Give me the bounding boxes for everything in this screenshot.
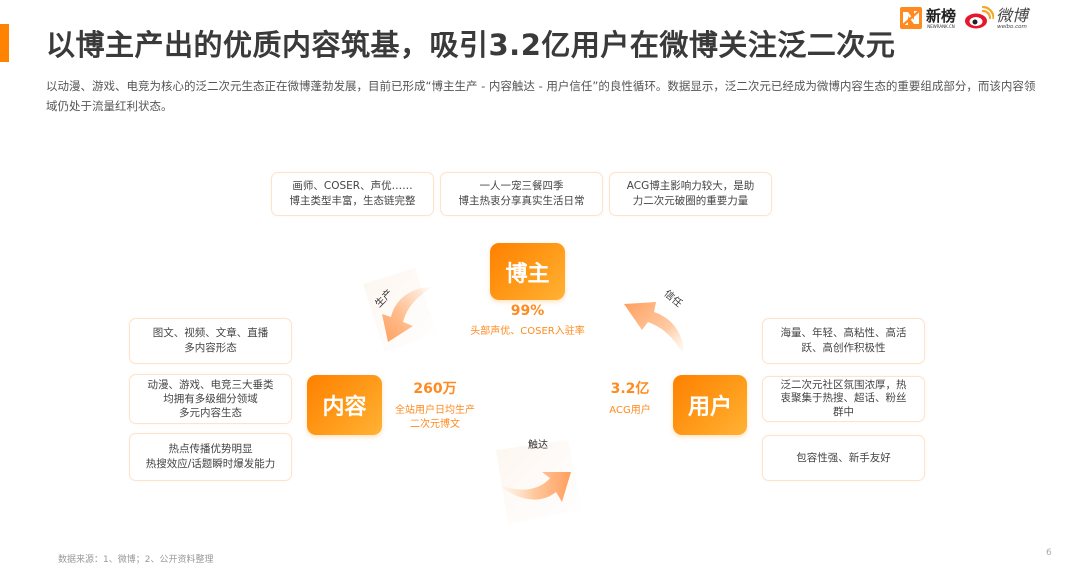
card-line: 画师、COSER、声优…… (292, 180, 413, 192)
page-number: 6 (1046, 548, 1052, 558)
node-label: 博主 (505, 261, 550, 287)
data-source-note: 数据来源：1、微博；2、公开资料整理 (58, 555, 214, 565)
metric-desc: ACG用户 (609, 405, 651, 416)
metric-value: 99% (510, 303, 545, 319)
title-accent-bar (0, 24, 9, 62)
newrank-en: NEWRANK.CN (927, 23, 955, 29)
node-label: 用户 (687, 395, 732, 420)
card-line: 包容性强、新手友好 (796, 451, 891, 464)
metric-desc: 全站用户日均生产 (395, 405, 475, 416)
content-card-2: 动漫、游戏、电竞三大垂类 均拥有多级细分领域 多元内容生态 (129, 374, 292, 424)
blogger-card-2: 一人一宠三餐四季 博主热衷分享真实生活日常 (440, 172, 603, 216)
card-line: 泛二次元社区氛围浓厚，热 (780, 378, 907, 391)
weibo-eye-icon (965, 6, 995, 29)
content-card-3: 热点传播优势明显 热搜效应/话题瞬时爆发能力 (129, 433, 292, 481)
metric-desc: 二次元博文 (410, 419, 460, 430)
content-card-1: 图文、视频、文章、直播 多内容形态 (129, 318, 292, 364)
metric-value: 260万 (413, 381, 457, 397)
reach-arrow: 触达 (478, 432, 588, 527)
intro-paragraph: 以动漫、游戏、电竞为核心的泛二次元生态正在微博蓬勃发展，目前已形成“博主生产 -… (46, 79, 1036, 113)
node-content: 内容 (307, 375, 382, 435)
card-line: 跃、高创作积极性 (801, 342, 886, 354)
card-line: 力二次元破圈的重要力量 (632, 195, 749, 207)
card-line: 博主热衷分享真实生活日常 (458, 195, 585, 207)
card-line: 多元内容生态 (179, 407, 242, 419)
card-line: 均拥有多级细分领域 (163, 393, 258, 405)
card-line: 海量、年轻、高粘性、高活 (780, 327, 907, 339)
card-line: 多内容形态 (184, 342, 237, 354)
trust-arrow: 信任 (612, 278, 707, 358)
blogger-card-1: 画师、COSER、声优…… 博主类型丰富，生态链完整 (271, 172, 434, 216)
card-line: 群中 (833, 405, 854, 418)
logo-group: 新榜 NEWRANK.CN 微博 weibo.com (900, 6, 1028, 30)
weibo-cn: 微博 (996, 5, 1029, 25)
content-metric: 260万 全站用户日均生产 二次元博文 (380, 380, 490, 432)
card-line: ACG博主影响力较大，是助 (626, 180, 755, 192)
page-title: 以博主产出的优质内容筑基，吸引3.2亿用户在微博关注泛二次元 (46, 28, 896, 62)
blogger-metric: 99% 头部声优、COSER入驻率 (440, 302, 615, 339)
card-line: 衷聚集于热搜、超话、粉丝 (780, 392, 907, 405)
card-line: 热点传播优势明显 (168, 443, 253, 455)
card-line: 动漫、游戏、电竞三大垂类 (147, 379, 274, 391)
node-label: 内容 (322, 395, 367, 420)
blogger-card-3: ACG博主影响力较大，是助 力二次元破圈的重要力量 (609, 172, 772, 216)
user-card-1: 海量、年轻、高粘性、高活 跃、高创作积极性 (762, 318, 925, 364)
node-blogger: 博主 (490, 243, 565, 300)
card-line: 图文、视频、文章、直播 (152, 327, 269, 339)
user-metric: 3.2亿 ACG用户 (590, 380, 670, 418)
newrank-cn: 新榜 (926, 6, 957, 25)
weibo-logo: 微博 weibo.com (964, 6, 1028, 30)
card-line: 热搜效应/话题瞬时爆发能力 (145, 458, 276, 470)
card-line: 博主类型丰富，生态链完整 (289, 195, 416, 207)
metric-desc: 头部声优、COSER入驻率 (470, 326, 585, 337)
user-card-2: 泛二次元社区氛围浓厚，热 衷聚集于热搜、超话、粉丝 群中 (762, 376, 925, 422)
node-user: 用户 (673, 375, 747, 435)
card-line: 一人一宠三餐四季 (479, 180, 564, 192)
user-card-3: 包容性强、新手友好 (762, 435, 925, 481)
weibo-en: weibo.com (997, 23, 1027, 30)
produce-arrow: 生产 (355, 262, 445, 357)
metric-value: 3.2亿 (610, 381, 650, 397)
newrank-mark-icon (900, 7, 922, 29)
newrank-logo: 新榜 NEWRANK.CN (900, 7, 956, 29)
reach-label: 触达 (528, 440, 548, 451)
